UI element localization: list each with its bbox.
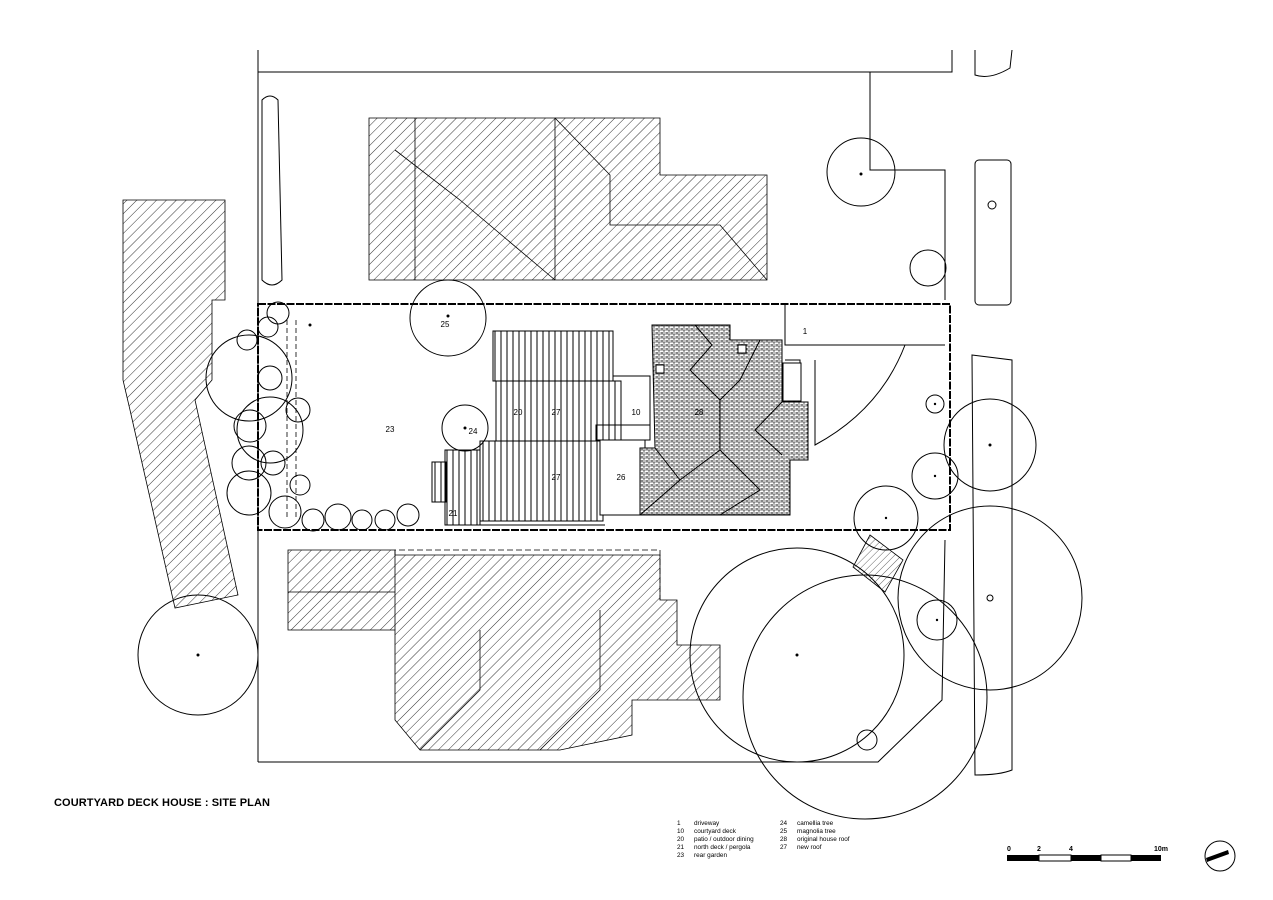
new-deck-roof bbox=[431, 330, 651, 526]
street-kerbs bbox=[971, 49, 1013, 776]
neighbour-house-north bbox=[368, 117, 768, 281]
label-patio: 20 bbox=[514, 408, 523, 417]
north-arrow-icon bbox=[1204, 840, 1236, 872]
neighbour-house-west bbox=[122, 199, 239, 609]
drawing-title: COURTYARD DECK HOUSE : SITE PLAN bbox=[54, 797, 271, 809]
label-driveway: 1 bbox=[803, 327, 808, 336]
label-new-roof-south: 27 bbox=[552, 473, 561, 482]
site-boundaries bbox=[257, 50, 953, 763]
label-rear-garden: 23 bbox=[386, 425, 395, 434]
label-camellia: 24 bbox=[469, 427, 478, 436]
driveway bbox=[784, 305, 945, 446]
scale-label-4: 4 bbox=[1069, 846, 1073, 853]
label-courtyard-deck: 10 bbox=[632, 408, 641, 417]
neighbour-house-south bbox=[287, 549, 721, 751]
label-original-roof: 28 bbox=[695, 408, 704, 417]
label-north-deck: 21 bbox=[449, 509, 458, 518]
trees bbox=[137, 137, 1083, 820]
label-magnolia: 25 bbox=[441, 320, 450, 329]
subject-site-boundary bbox=[257, 303, 951, 531]
tree-centres bbox=[196, 172, 992, 657]
label-new-roof-north: 27 bbox=[552, 408, 561, 417]
scale-bar: 0 2 4 10m bbox=[1007, 846, 1168, 862]
label-26: 26 bbox=[617, 473, 626, 482]
plan-labels: 1 10 20 27 27 26 28 23 24 25 21 bbox=[386, 320, 808, 518]
hedge bbox=[261, 95, 283, 286]
scale-label-2: 2 bbox=[1037, 846, 1041, 853]
scale-label-0: 0 bbox=[1007, 846, 1011, 853]
garden-path bbox=[286, 320, 297, 520]
original-house-roof bbox=[639, 324, 809, 516]
garden-shed bbox=[852, 534, 904, 593]
scale-label-10m: 10m bbox=[1154, 846, 1168, 853]
